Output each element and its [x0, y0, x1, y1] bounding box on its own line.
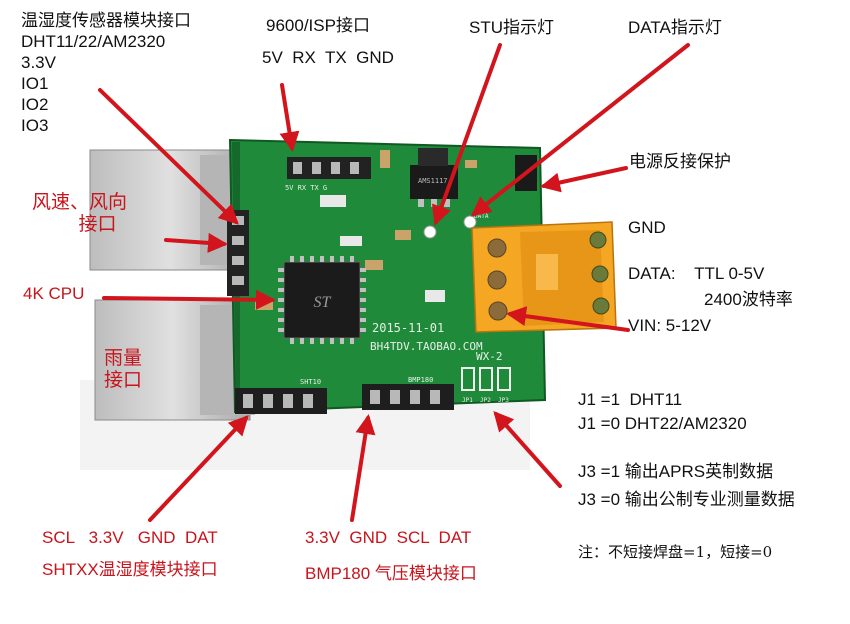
bmp-title-label: BMP180 气压模块接口: [305, 564, 477, 583]
j3-low-label: J3 =0 输出公制专业测量数据: [578, 490, 795, 509]
stu-led: [423, 225, 437, 239]
wind-port-line1: 风速、风向: [32, 192, 128, 213]
arrow-wind: [164, 232, 228, 253]
data-led: [463, 215, 477, 229]
sensor-header-label: 温湿度传感器模块接口 DHT11/22/AM2320 3.3V IO1 IO2 …: [21, 10, 191, 136]
j3-high-label: J3 =1 输出APRS英制数据: [578, 462, 774, 481]
arrow-isp: [279, 83, 300, 152]
silk-regulator: AMS1117: [418, 177, 448, 185]
j1-low-label: J1 =0 DHT22/AM2320: [578, 414, 747, 433]
sensor-header-pin1: 3.3V: [21, 53, 56, 72]
sensor-header-title: 温湿度传感器模块接口: [21, 11, 191, 30]
isp-pins: 5V RX TX GND: [262, 48, 394, 67]
arrow-protect: [540, 166, 628, 193]
silk-model: WX-2: [476, 350, 503, 363]
sensor-header-models: DHT11/22/AM2320: [21, 32, 166, 51]
silk-jp2: JP2: [480, 397, 491, 404]
isp-header: [287, 157, 371, 179]
arrow-vin: [506, 306, 630, 332]
jumper-pads: [461, 367, 511, 391]
rain-port-label: 雨量 接口: [104, 348, 142, 392]
silk-sht: SHT10: [300, 378, 321, 386]
silk-date: 2015-11-01: [372, 321, 444, 335]
silk-url: BH4TDV.TAOBAO.COM: [370, 340, 483, 353]
bmp180-header: [362, 384, 454, 410]
rain-port-line1: 雨量: [104, 348, 143, 369]
arrow-stu: [432, 43, 502, 226]
shtxx-header: [235, 388, 327, 414]
silk-isp: 5V RX TX G: [285, 184, 327, 192]
shtxx-title-label: SHTXX温湿度模块接口: [42, 560, 218, 579]
sensor-side-header: [227, 210, 249, 296]
bmp-pins-label: 3.3V GND SCL DAT: [305, 528, 472, 547]
data-ttl-label: DATA: TTL 0-5V: [628, 264, 765, 283]
gnd-label: GND: [628, 218, 666, 237]
j1-high-label: J1 =1 DHT11: [578, 390, 683, 409]
jumper-note: 注：不短接焊盘=1，短接=0: [578, 543, 773, 561]
rain-port-line2: 接口: [104, 369, 143, 391]
silk-jp3: JP3: [498, 397, 509, 404]
cpu-label: 4K CPU: [23, 284, 85, 303]
sensor-header-pin2: IO1: [21, 74, 49, 93]
isp-title: 9600/ISP接口: [266, 16, 370, 35]
arrow-shtxx: [148, 415, 249, 522]
stu-led-label: STU指示灯: [469, 18, 554, 37]
vin-label: VIN: 5-12V: [628, 316, 712, 335]
baud-label: 2400波特率: [704, 290, 793, 309]
wind-port-line2: 接口: [78, 213, 117, 235]
arrow-jumpers: [493, 411, 562, 488]
shtxx-pins-label: SCL 3.3V GND DAT: [42, 528, 218, 547]
arrow-cpu: [102, 289, 276, 310]
reverse-protect-label: 电源反接保护: [629, 152, 731, 171]
sensor-header-pin3: IO2: [21, 95, 49, 114]
silk-jp1: JP1: [462, 397, 473, 404]
pcb-board: [228, 138, 547, 414]
terminal-block: [471, 221, 617, 333]
arrow-sensor: [98, 88, 239, 225]
sensor-header-pin4: IO3: [21, 116, 49, 135]
mcu-chip: ST: [278, 256, 366, 344]
data-led-label: DATA指示灯: [628, 18, 722, 37]
silk-bmp: BMP180: [408, 376, 433, 384]
arrow-bmp: [350, 414, 376, 522]
arrow-data: [470, 43, 690, 217]
chip-mark: ST: [314, 294, 332, 311]
wind-port-label: 风速、风向 接口: [32, 192, 127, 236]
silk-data: DATA: [474, 213, 489, 220]
